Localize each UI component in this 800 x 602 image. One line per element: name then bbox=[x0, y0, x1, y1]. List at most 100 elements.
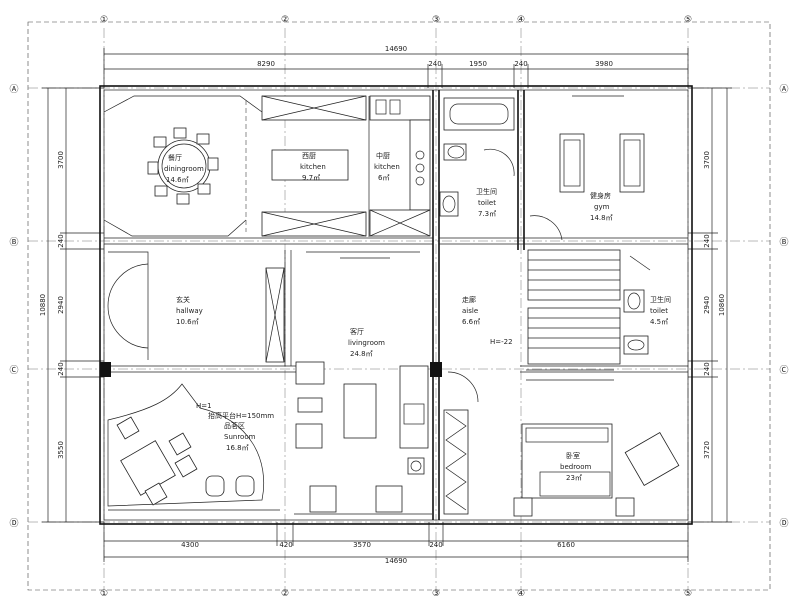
coffee-table bbox=[343, 383, 377, 439]
grid-row-d-left: Ⓓ bbox=[9, 518, 18, 529]
grid-row-a-left: Ⓐ bbox=[9, 84, 18, 95]
dining-label-area: 14.6㎡ bbox=[166, 176, 189, 184]
grid-row-b-right: Ⓑ bbox=[779, 237, 788, 248]
dim-right-seg-2: 240 bbox=[703, 234, 711, 247]
grid-col-3-top: ③ bbox=[432, 15, 440, 25]
room-labels: 餐厅 diningroom 14.6㎡ 西厨 kitchen 9.7㎡ 中厨 k… bbox=[164, 151, 671, 482]
toilet-right-area bbox=[623, 255, 651, 355]
kitchen-west-label-en: kitchen bbox=[300, 163, 326, 171]
bedroom-label-en: bedroom bbox=[560, 463, 591, 471]
toilet-right-label-en: toilet bbox=[650, 307, 668, 315]
dim-top-total: 14690 bbox=[385, 45, 407, 53]
dim-top-seg-2: 240 bbox=[428, 60, 441, 68]
annotations: 抬高平台H=150mm H=1 H=-22 bbox=[196, 338, 513, 420]
treadmill-1 bbox=[559, 133, 585, 193]
toilet-top-area bbox=[439, 97, 515, 217]
living-label-area: 24.8㎡ bbox=[350, 350, 373, 358]
dim-bottom-seg-2: 420 bbox=[279, 541, 292, 549]
grid-col-2-bottom: ② bbox=[281, 589, 289, 599]
hallway-area bbox=[107, 251, 285, 363]
dim-bottom-seg-5: 6160 bbox=[557, 541, 575, 549]
dim-top-seg-5: 3980 bbox=[595, 60, 613, 68]
kitchen-island bbox=[271, 149, 349, 181]
grid-col-4-bottom: ④ bbox=[517, 589, 525, 599]
toilet-top-label-cn: 卫生间 bbox=[476, 187, 497, 196]
tea-table bbox=[120, 440, 176, 496]
sunroom-note: 抬高平台H=150mm bbox=[208, 411, 274, 420]
aisle-label-area: 6.6㎡ bbox=[462, 318, 480, 326]
armchair-2 bbox=[375, 485, 403, 513]
kitchen-west-label-area: 9.7㎡ bbox=[302, 174, 320, 182]
bed bbox=[521, 423, 613, 499]
dim-left-total: 10880 bbox=[39, 294, 47, 316]
hallway-label-cn: 玄关 bbox=[176, 295, 190, 304]
grid-col-5-bottom: ⑤ bbox=[684, 589, 692, 599]
bedroom-label-cn: 卧室 bbox=[566, 451, 580, 460]
dim-bottom-seg-1: 4300 bbox=[181, 541, 199, 549]
dim-right-total: 10860 bbox=[718, 294, 726, 316]
sofa bbox=[399, 365, 429, 449]
aisle-area bbox=[443, 249, 621, 515]
bedroom-area bbox=[513, 369, 680, 517]
dining-table bbox=[147, 127, 219, 205]
hallway-label-en: hallway bbox=[176, 307, 203, 315]
grid-col-1-bottom: ① bbox=[100, 589, 108, 599]
grid-bubbles: ① ② ③ ④ ⑤ ① ② ③ ④ ⑤ Ⓐ Ⓑ Ⓒ Ⓓ Ⓐ Ⓑ Ⓒ Ⓓ bbox=[9, 15, 788, 599]
aisle-mark: H=-22 bbox=[490, 338, 513, 346]
right-dimensions: 3700 240 2940 240 3720 10860 bbox=[688, 87, 732, 523]
grid-col-1-top: ① bbox=[100, 15, 108, 25]
dim-top-seg-3: 1950 bbox=[469, 60, 487, 68]
bedroom-label-area: 23㎡ bbox=[566, 474, 582, 482]
kitchen-west-area bbox=[261, 95, 367, 237]
aisle-label-en: aisle bbox=[462, 307, 478, 315]
gym-area bbox=[529, 95, 645, 241]
dining-label-en: diningroom bbox=[164, 165, 204, 173]
grid-row-b-left: Ⓑ bbox=[9, 237, 18, 248]
dim-top-seg-1: 8290 bbox=[257, 60, 275, 68]
dim-bottom-seg-3: 3570 bbox=[353, 541, 371, 549]
columns bbox=[100, 362, 442, 377]
dim-right-seg-1: 3700 bbox=[703, 151, 711, 169]
kitchen-central-label-en: kitchen bbox=[374, 163, 400, 171]
grid-row-d-right: Ⓓ bbox=[779, 518, 788, 529]
dim-top-seg-4: 240 bbox=[514, 60, 527, 68]
walls bbox=[99, 85, 693, 525]
dim-right-seg-5: 3720 bbox=[703, 441, 711, 459]
toilet-right-label-area: 4.5㎡ bbox=[650, 318, 668, 326]
bedroom-armchair bbox=[624, 431, 680, 487]
grid-col-5-top: ⑤ bbox=[684, 15, 692, 25]
kitchen-central-label-cn: 中厨 bbox=[376, 151, 390, 160]
stair-lower bbox=[527, 307, 621, 365]
bottom-dimensions: 4300 420 3570 240 6160 14690 bbox=[103, 522, 689, 565]
living-area bbox=[294, 251, 432, 515]
kitchen-west-label-cn: 西厨 bbox=[302, 152, 316, 160]
wardrobe bbox=[443, 409, 469, 515]
grid-col-2-top: ② bbox=[281, 15, 289, 25]
dining-label-cn: 餐厅 bbox=[168, 153, 182, 162]
outer-frame bbox=[27, 21, 771, 591]
sunroom-label-area: 16.8㎡ bbox=[226, 444, 249, 452]
dim-bottom-total: 14690 bbox=[385, 557, 407, 565]
dim-left-seg-4: 240 bbox=[57, 362, 65, 375]
armchair-1 bbox=[309, 485, 337, 513]
living-label-cn: 客厅 bbox=[350, 327, 364, 336]
dining-area bbox=[103, 95, 263, 237]
sunroom-area bbox=[107, 383, 280, 511]
dim-left-seg-2: 240 bbox=[57, 234, 65, 247]
stair-upper bbox=[527, 249, 621, 301]
sunroom-label-en: Sunroom bbox=[224, 433, 256, 441]
dim-left-seg-3: 2940 bbox=[57, 296, 65, 314]
toilet-right-label-cn: 卫生间 bbox=[650, 295, 671, 304]
dim-right-seg-3: 2940 bbox=[703, 296, 711, 314]
gym-label-area: 14.8㎡ bbox=[590, 214, 613, 222]
treadmill-2 bbox=[619, 133, 645, 193]
left-dimensions: 10880 3700 240 2940 240 3550 bbox=[39, 87, 104, 523]
dim-bottom-seg-4: 240 bbox=[429, 541, 442, 549]
kitchen-central-area bbox=[369, 95, 431, 237]
kitchen-central-label-area: 6㎡ bbox=[378, 174, 389, 182]
grid-col-3-bottom: ③ bbox=[432, 589, 440, 599]
living-label-en: livingroom bbox=[348, 339, 385, 347]
grid-row-c-left: Ⓒ bbox=[9, 365, 18, 376]
